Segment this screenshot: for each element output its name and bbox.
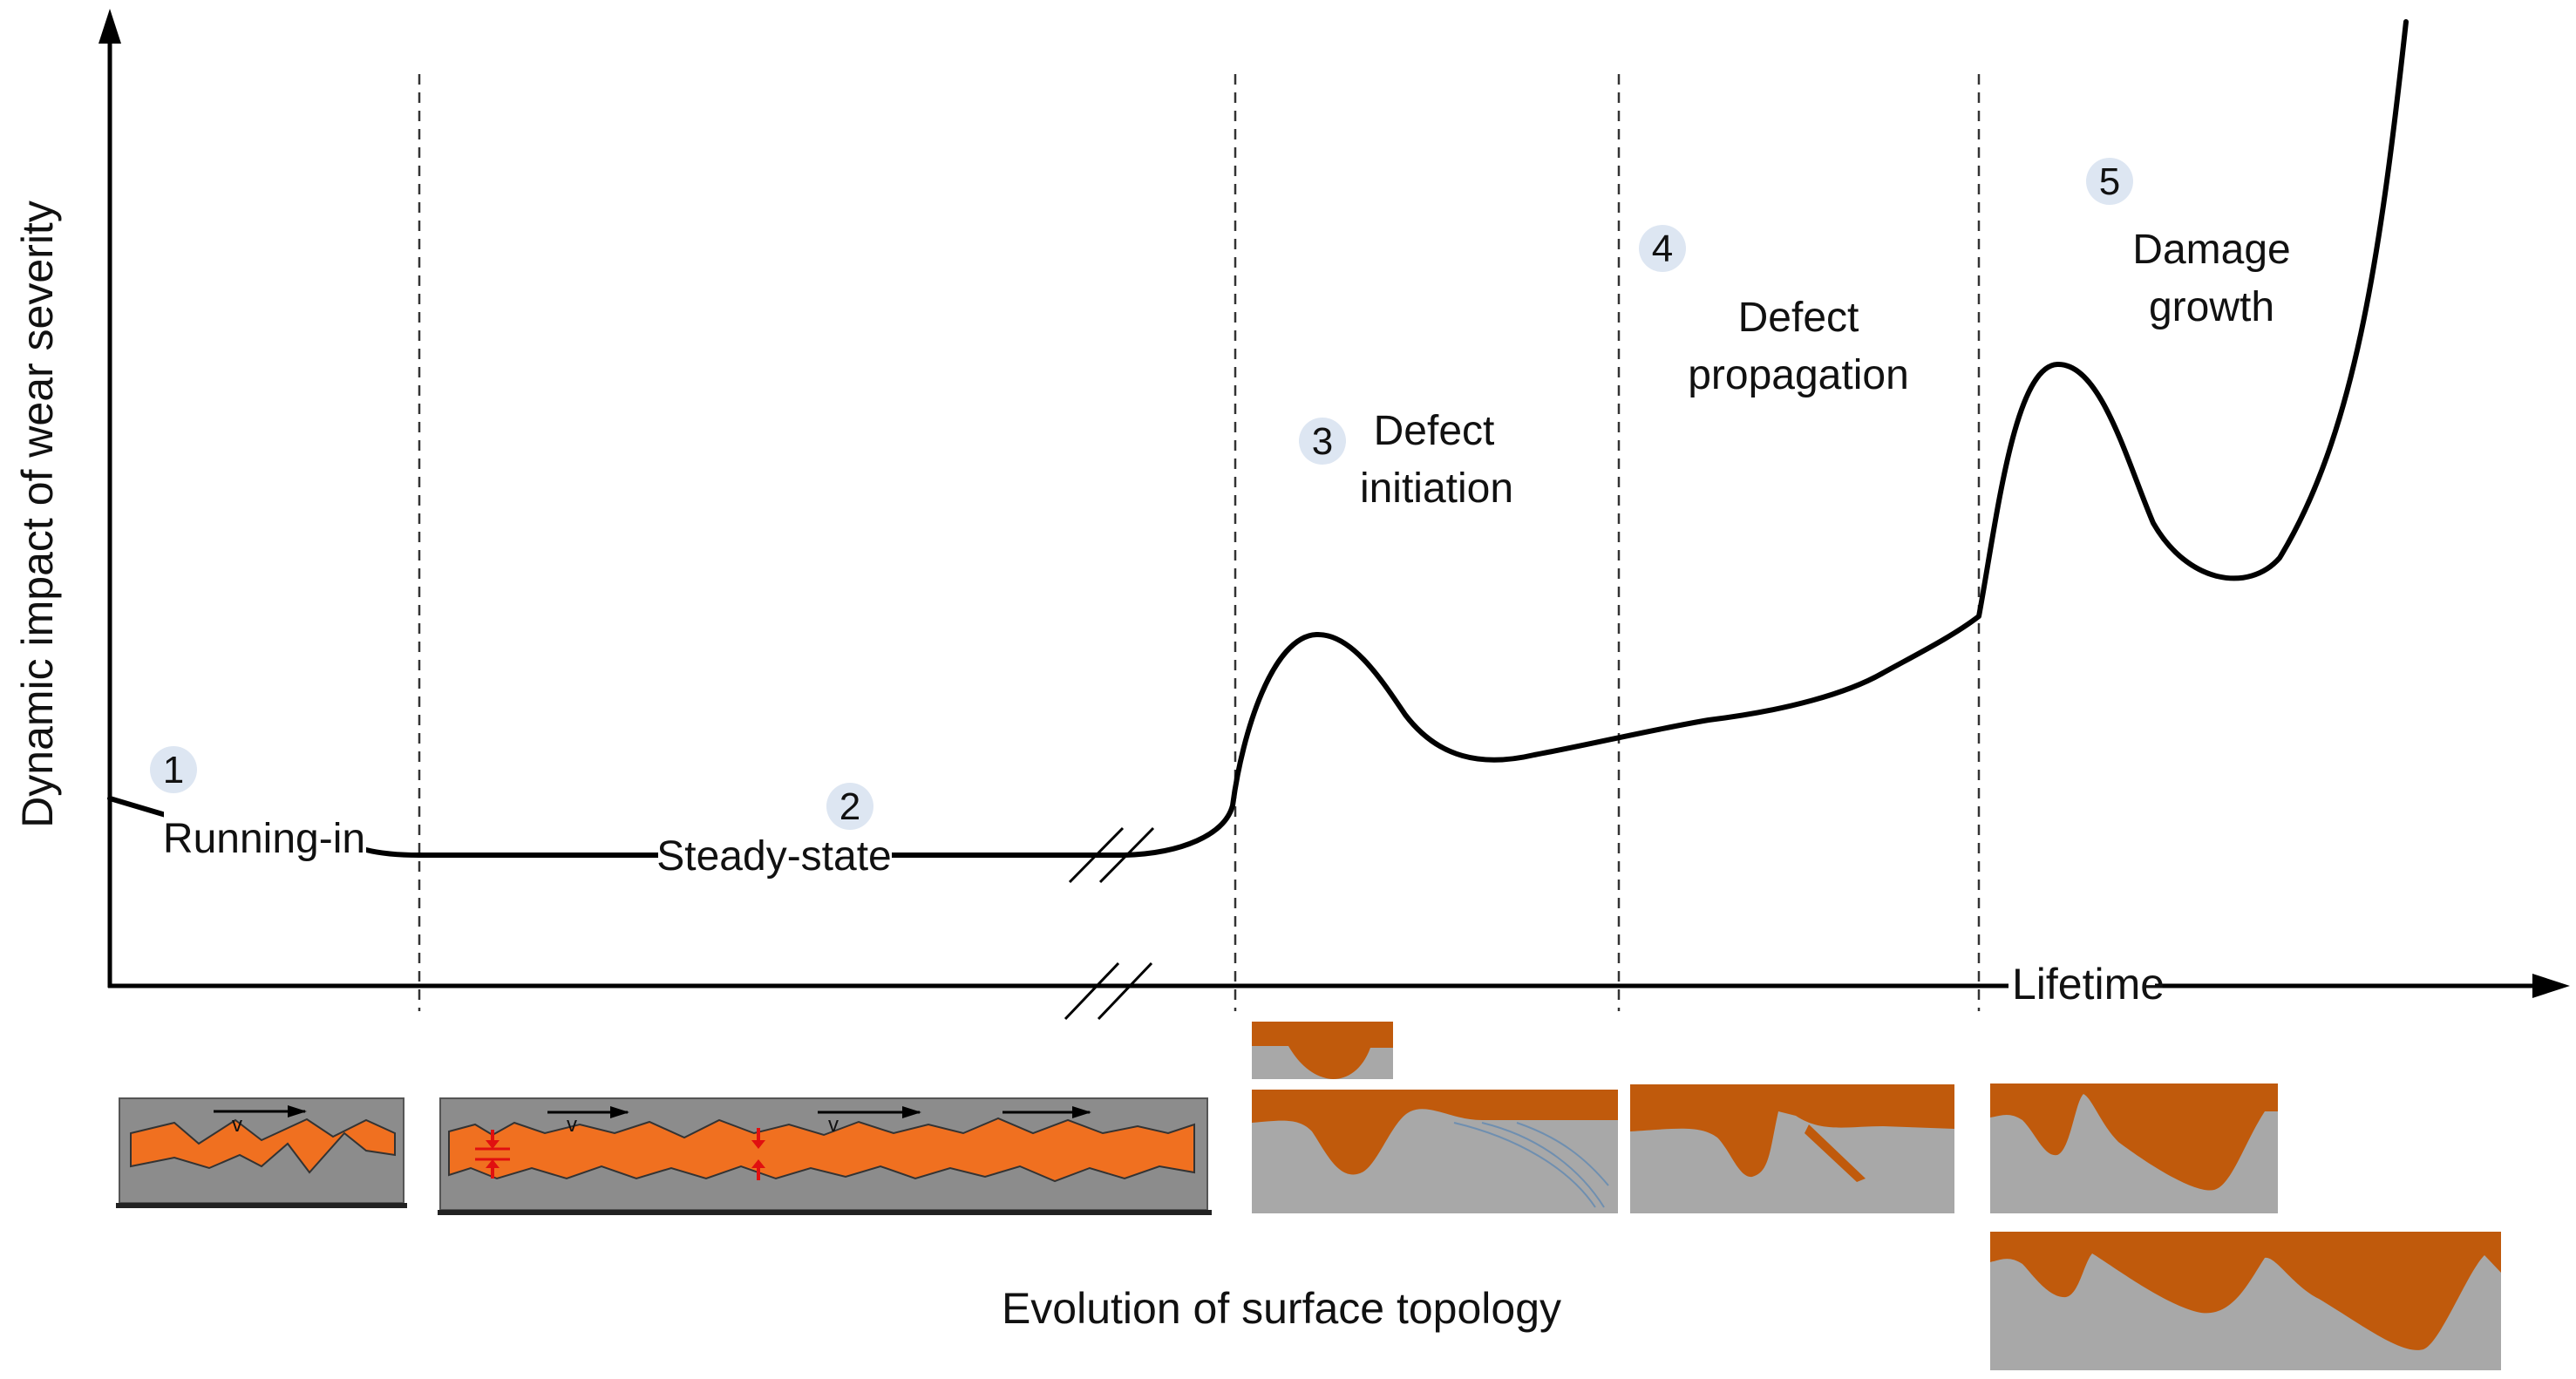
topology-panel-micro-pit [1252,1022,1393,1079]
pressure-arrows-icon [751,1128,765,1180]
topology-panel-defect-propagation [1630,1084,1954,1213]
label-backdrop [164,811,366,865]
defect-material [1990,1232,2501,1350]
phase-dividers [418,74,1981,1011]
phase-label-line-2: propagation [1688,352,1909,398]
phase-badge [150,746,197,793]
topology-panel-steady-state: v v [438,1097,1212,1215]
surface-topology-panels: v v v [116,1022,2501,1370]
phase-2: 2 Steady-state [656,783,892,881]
defect-material [1252,1022,1393,1079]
y-axis-arrowhead [99,9,121,44]
label-backdrop [658,832,892,881]
x-axis-title-backdrop [2008,963,2155,1009]
sliding-velocity-label: v [828,1113,839,1137]
sliding-velocity-label: v [567,1113,577,1137]
phase-label-line-1: Damage [2132,227,2290,273]
topology-panel-damage-growth [1990,1084,2278,1213]
phase-number: 1 [163,749,184,791]
phase-label: Running-in [163,816,365,862]
x-axis-arrowhead [2532,974,2570,998]
phase-4: 4 Defect propagation [1639,225,1909,398]
y-axis-title: Dynamic impact of wear severity [13,200,62,828]
topology-panel-defect-initiation [1252,1090,1618,1213]
phase-label-line-1: Defect [1738,295,1859,341]
defect-material [1630,1084,1954,1178]
crack-lines [1453,1122,1609,1208]
phase-badge [1639,225,1686,272]
wear-severity-curve [107,19,2409,858]
phase-badge [2086,158,2133,205]
phase-badge [1299,418,1346,465]
topology-panel-running-in: v [116,1097,407,1208]
phase-label-line-1: Defect [1374,408,1495,454]
phase-number: 2 [839,785,860,828]
crack-wedge [1805,1124,1866,1182]
topology-panel-advanced-damage [1990,1232,2501,1370]
x-axis-title: Lifetime [2012,960,2165,1009]
defect-material [1252,1090,1618,1175]
defect-material [1990,1084,2278,1191]
phase-label-line-2: initiation [1360,465,1513,512]
sliding-velocity-label: v [232,1113,242,1137]
contact-material [448,1117,1195,1183]
phase-1: 1 Running-in [150,746,366,865]
phase-5: 5 Damage growth [2086,158,2291,330]
figure-caption: Evolution of surface topology [1002,1284,1561,1333]
pressure-arrows-icon [475,1130,510,1179]
phase-number: 4 [1652,228,1673,270]
phase-label: Steady-state [656,833,891,880]
phase-number: 5 [2099,160,2120,203]
phase-number: 3 [1312,420,1333,463]
phase-labels: 1 Running-in 2 Steady-state 3 Defect ini… [150,158,2291,881]
contact-material [130,1117,396,1174]
phase-label-line-2: growth [2149,284,2274,330]
axes: Dynamic impact of wear severity Lifetime [13,9,2570,1009]
phase-badge [826,783,873,830]
phase-3: 3 Defect initiation [1299,408,1513,512]
